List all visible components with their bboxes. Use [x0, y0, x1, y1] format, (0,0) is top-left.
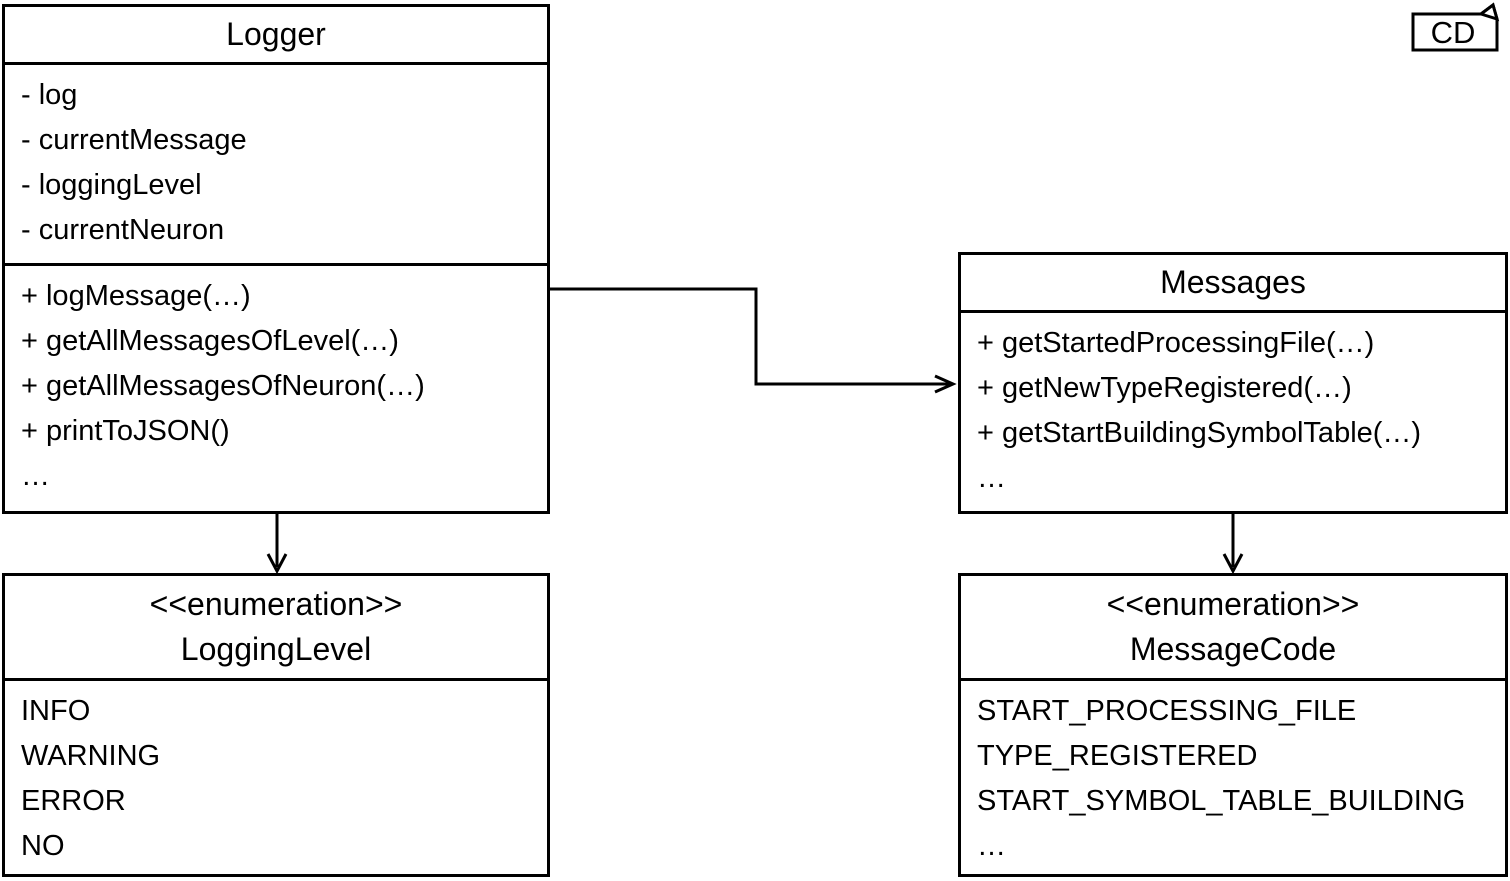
cd-tag-label: CD — [1431, 15, 1476, 50]
method-item: + getAllMessagesOfLevel(…) — [21, 325, 399, 357]
enum-name-messagecode: MessageCode — [1129, 631, 1337, 667]
method-item: + getAllMessagesOfNeuron(…) — [21, 370, 425, 402]
logger-to-messages-connector — [549, 287, 957, 394]
enum-value-item: NO — [21, 830, 65, 862]
class-box-logger: Logger - log - currentMessage - loggingL… — [2, 4, 550, 514]
method-item: + logMessage(…) — [21, 280, 251, 312]
note-fold-icon — [1477, 2, 1500, 22]
enum-stereotype: <<enumeration>> — [149, 586, 403, 622]
arrowhead-icon — [1222, 553, 1244, 575]
class-name-messages: Messages — [1160, 264, 1306, 300]
enum-value-item: ERROR — [21, 785, 126, 817]
enum-title-messagecode: <<enumeration>> MessageCode — [961, 576, 1505, 681]
enum-value-item: INFO — [21, 695, 91, 727]
method-item: + getStartedProcessingFile(…) — [977, 327, 1375, 359]
method-item-ellipsis: … — [21, 460, 50, 492]
arrowhead-icon — [266, 553, 288, 575]
enum-name-logginglevel: LoggingLevel — [180, 631, 372, 667]
enum-value-item: START_PROCESSING_FILE — [977, 695, 1357, 727]
class-title-messages: Messages — [961, 255, 1505, 313]
logger-to-logginglevel-arrow — [266, 514, 288, 575]
attribute-item: - loggingLevel — [21, 169, 202, 201]
enum-value-item-ellipsis: … — [977, 830, 1006, 862]
method-item-ellipsis: … — [977, 462, 1006, 494]
enum-stereotype: <<enumeration>> — [1106, 586, 1360, 622]
enum-title-logginglevel: <<enumeration>> LoggingLevel — [5, 576, 547, 681]
messages-to-messagecode-arrow — [1222, 514, 1244, 575]
method-item: + getNewTypeRegistered(…) — [977, 372, 1352, 404]
enum-value-item: START_SYMBOL_TABLE_BUILDING — [977, 785, 1466, 817]
class-box-messages: Messages + getStartedProcessingFile(…) +… — [958, 252, 1508, 514]
messagecode-values-compartment: START_PROCESSING_FILE TYPE_REGISTERED ST… — [961, 681, 1505, 869]
cd-tag: CD — [1411, 2, 1500, 52]
enum-value-item: WARNING — [21, 740, 161, 772]
method-item: + printToJSON() — [21, 415, 230, 447]
attribute-item: - log — [21, 79, 78, 111]
messages-methods-compartment: + getStartedProcessingFile(…) + getNewTy… — [961, 313, 1505, 501]
class-name-logger: Logger — [226, 16, 326, 52]
class-title-logger: Logger — [5, 7, 547, 65]
arrowhead-icon — [934, 374, 957, 394]
method-item: + getStartBuildingSymbolTable(…) — [977, 417, 1422, 449]
logger-methods-compartment: + logMessage(…) + getAllMessagesOfLevel(… — [5, 266, 547, 499]
enum-value-item: TYPE_REGISTERED — [977, 740, 1258, 772]
enum-box-logginglevel: <<enumeration>> LoggingLevel INFO WARNIN… — [2, 573, 550, 877]
logginglevel-values-compartment: INFO WARNING ERROR NO — [5, 681, 547, 869]
logger-attributes-compartment: - log - currentMessage - loggingLevel - … — [5, 65, 547, 266]
attribute-item: - currentNeuron — [21, 214, 225, 246]
attribute-item: - currentMessage — [21, 124, 247, 156]
enum-box-messagecode: <<enumeration>> MessageCode START_PROCES… — [958, 573, 1508, 877]
